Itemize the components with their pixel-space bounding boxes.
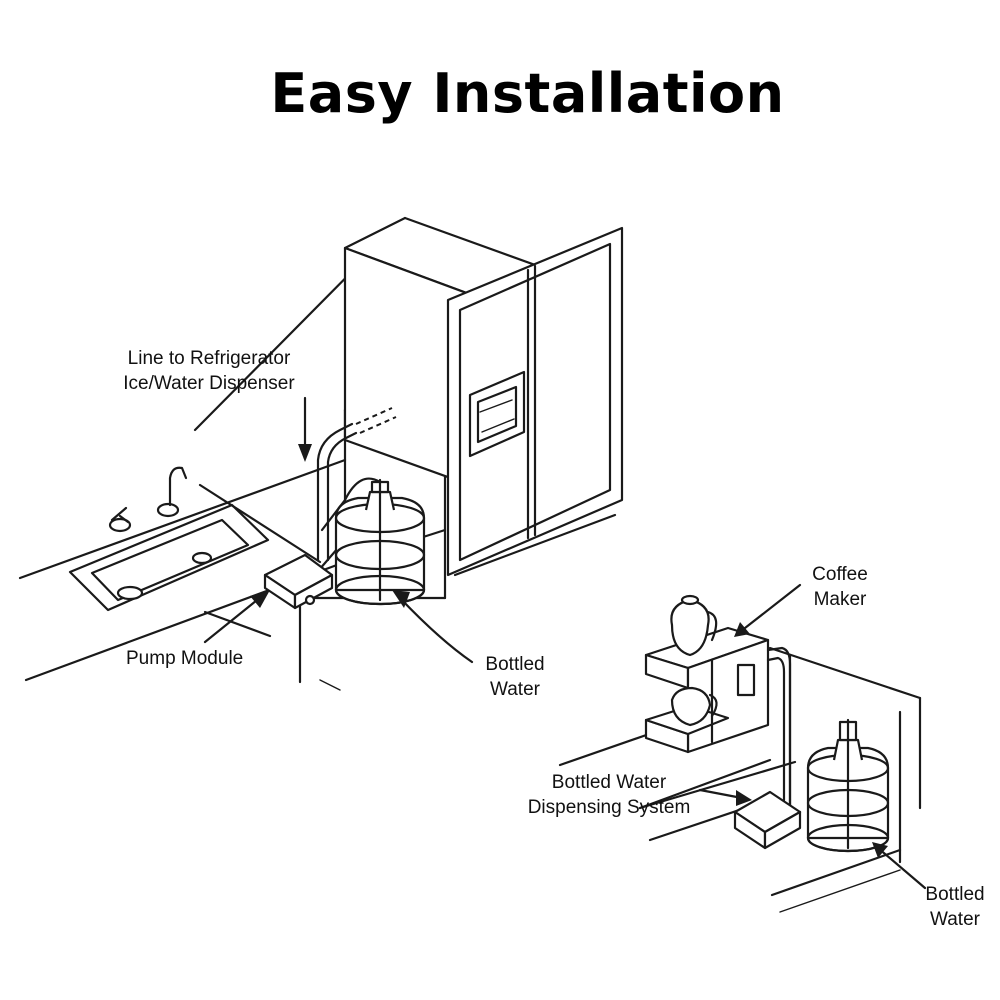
label-bottled-water-right: Bottled Water: [925, 884, 985, 930]
label-pump-module: Pump Module: [126, 648, 244, 669]
pump-module: [263, 553, 334, 610]
page-title: Easy Installation: [270, 62, 785, 125]
label-line-to-refrigerator: Line to Refrigerator Ice/Water Dispenser: [123, 348, 295, 394]
dispensing-system: [733, 790, 802, 850]
water-bottle-left: [320, 477, 426, 606]
label-dispensing-system: Bottled Water Dispensing System: [527, 772, 691, 818]
sink: [68, 502, 270, 612]
refrigerator: [343, 216, 624, 577]
leader-arrows: [203, 396, 927, 890]
label-bottled-water-left: Bottled Water: [485, 654, 545, 700]
coffee-maker: [644, 594, 770, 754]
label-coffee-maker: Coffee Maker: [812, 564, 868, 610]
water-bottle-right: [806, 718, 890, 853]
coffee-water-line: [766, 646, 802, 817]
faucet: [110, 466, 188, 524]
